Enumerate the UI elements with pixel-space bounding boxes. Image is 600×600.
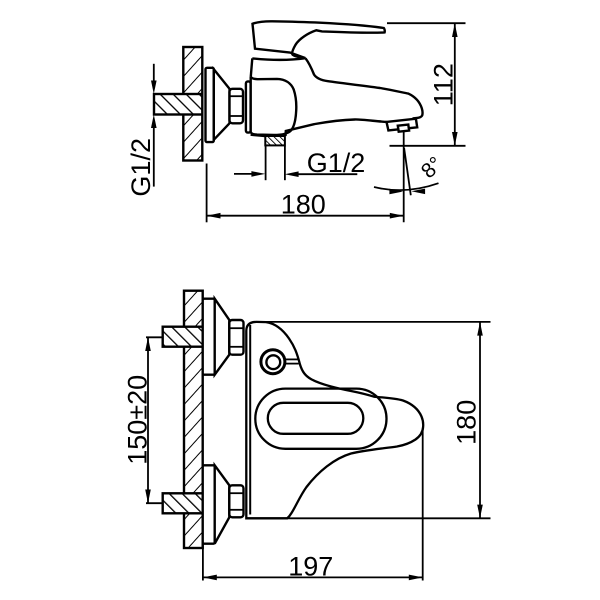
svg-text:180: 180: [281, 190, 326, 220]
svg-text:150±20: 150±20: [123, 375, 153, 465]
svg-text:112: 112: [429, 63, 459, 106]
svg-text:197: 197: [288, 551, 333, 581]
svg-text:G1/2: G1/2: [307, 148, 366, 178]
svg-text:180: 180: [452, 400, 482, 445]
svg-text:G1/2: G1/2: [126, 138, 156, 197]
